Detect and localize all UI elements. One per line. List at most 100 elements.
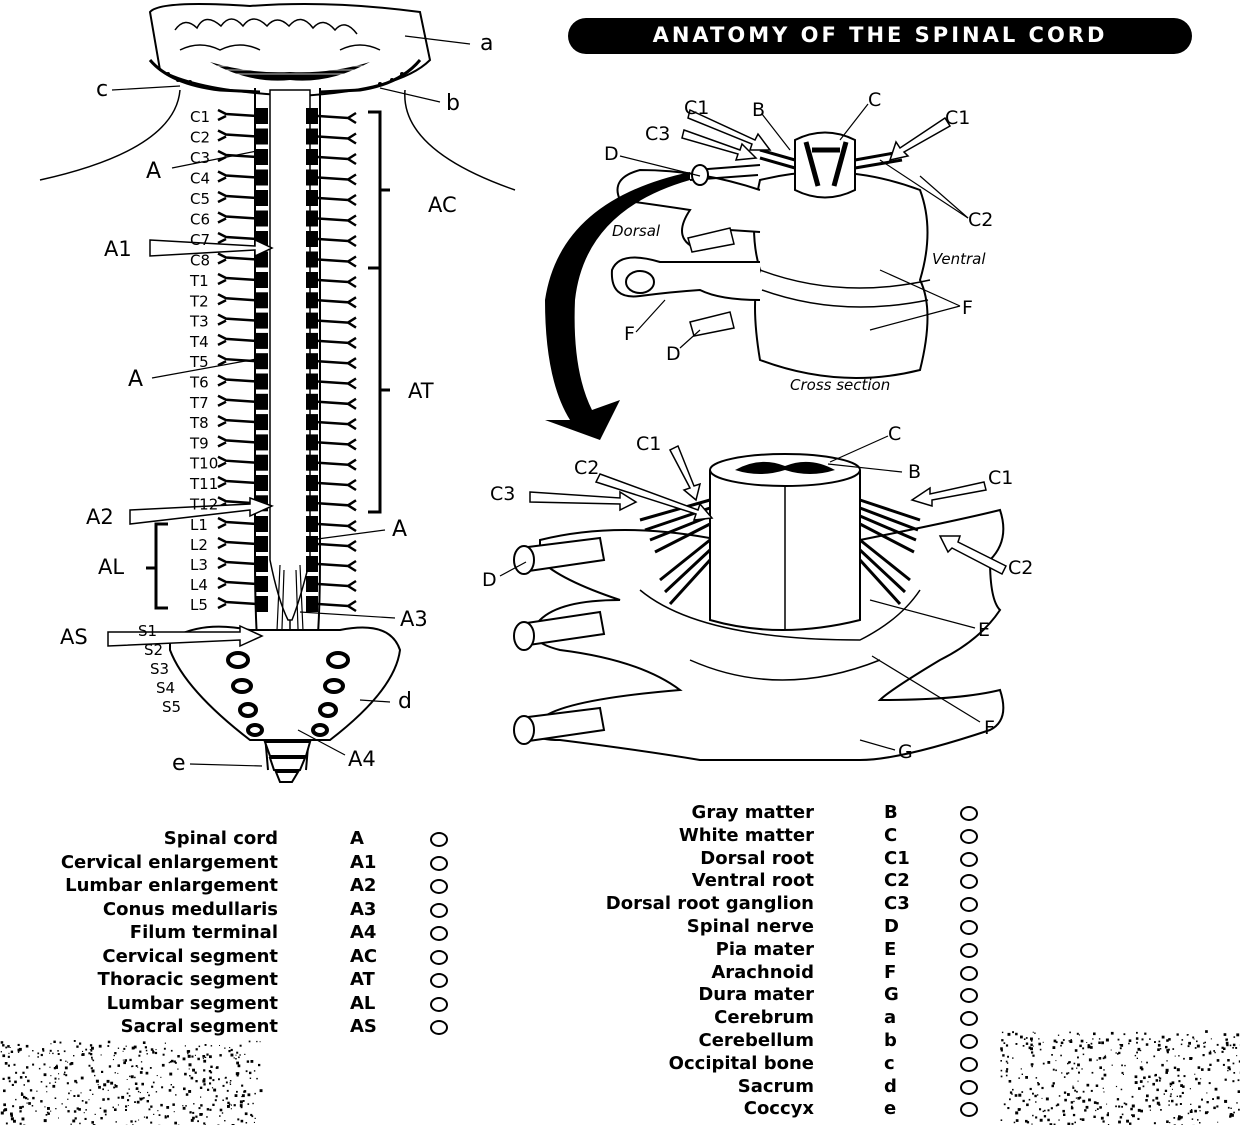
legend-item-code: A1 bbox=[350, 851, 377, 873]
top-label-C3: C3 bbox=[645, 123, 670, 145]
nerve-left bbox=[217, 129, 257, 142]
rootlets-left bbox=[639, 498, 712, 606]
rootlets-right bbox=[858, 498, 921, 606]
segment-label-S2: S2 bbox=[144, 641, 163, 659]
label-A-mid: A bbox=[128, 367, 143, 392]
arrow-C1-right bbox=[888, 116, 952, 162]
top-label-D-top: D bbox=[604, 143, 619, 165]
bottom-label-C3: C3 bbox=[490, 483, 515, 505]
arrow-C2-left-b bbox=[594, 473, 714, 521]
legend-item-name: Coccyx bbox=[743, 1098, 814, 1120]
nerve-left bbox=[217, 272, 257, 286]
legend-checkbox[interactable] bbox=[430, 926, 448, 941]
legend-item-name: Lumbar segment bbox=[106, 992, 278, 1014]
vertebra-right bbox=[306, 393, 318, 410]
legend-item-code: a bbox=[884, 1007, 897, 1029]
legend-checkbox[interactable] bbox=[430, 832, 448, 847]
arrow-A2 bbox=[129, 496, 274, 525]
legend-checkbox[interactable] bbox=[430, 855, 448, 871]
legend-checkbox[interactable] bbox=[960, 920, 978, 935]
legend-item-name: Arachnoid bbox=[711, 961, 814, 983]
segment-label-S4: S4 bbox=[156, 679, 175, 697]
vertebra-right bbox=[306, 292, 318, 309]
nerve-left bbox=[217, 556, 257, 570]
nerve-cut-3 bbox=[513, 715, 535, 745]
legend-item-code: d bbox=[884, 1075, 897, 1097]
nerve-right bbox=[317, 499, 357, 512]
nerve-left bbox=[217, 108, 257, 122]
legend-checkbox[interactable] bbox=[430, 996, 448, 1012]
nerve-cut-low bbox=[689, 311, 735, 337]
nerve-right bbox=[317, 478, 357, 492]
cerebellum-lines bbox=[215, 65, 365, 75]
vertebra-left bbox=[256, 251, 268, 268]
legend-item-name: Cervical enlargement bbox=[60, 851, 278, 873]
vertebra-left bbox=[256, 434, 268, 451]
segment-label-L3: L3 bbox=[190, 556, 208, 574]
legend-item-code: C bbox=[884, 824, 898, 846]
legend-item-name: Conus medullaris bbox=[102, 898, 278, 920]
label-AS: AS bbox=[60, 625, 88, 649]
nerve-right bbox=[317, 559, 357, 573]
legend-checkbox[interactable] bbox=[430, 1020, 448, 1035]
legend-checkbox[interactable] bbox=[960, 851, 978, 867]
legend-checkbox[interactable] bbox=[960, 806, 978, 821]
legend-checkbox[interactable] bbox=[430, 973, 448, 988]
vertebra-right bbox=[306, 495, 318, 512]
legend-checkbox[interactable] bbox=[430, 949, 448, 965]
vertebra-left bbox=[256, 475, 268, 491]
top-label-C1-left: C1 bbox=[684, 97, 709, 119]
legend-item-name: Occipital bone bbox=[668, 1052, 814, 1074]
vertebra-left bbox=[256, 272, 268, 288]
nerve-left bbox=[217, 455, 257, 468]
legend-checkbox[interactable] bbox=[960, 988, 978, 1004]
nerve-left bbox=[217, 313, 257, 326]
legend-item-code: C1 bbox=[884, 847, 910, 869]
nerve-cut-2 bbox=[513, 621, 535, 651]
coccyx bbox=[263, 741, 312, 783]
cerebellum bbox=[210, 62, 370, 81]
nerve-left bbox=[217, 435, 257, 448]
legend-checkbox[interactable] bbox=[430, 879, 448, 894]
nerve-left bbox=[217, 536, 257, 550]
nerve-left bbox=[217, 475, 257, 489]
segment-label-C8: C8 bbox=[190, 252, 210, 270]
vertebra-right bbox=[306, 596, 318, 612]
legend-checkbox[interactable] bbox=[960, 965, 978, 981]
legend-item-name: Cerebellum bbox=[698, 1030, 814, 1051]
legend-item-name: Dorsal root ganglion bbox=[605, 893, 814, 915]
legend-checkbox[interactable] bbox=[960, 1056, 978, 1072]
nerve-left bbox=[217, 170, 257, 183]
legend-checkbox[interactable] bbox=[960, 1102, 978, 1118]
nerve-left bbox=[217, 252, 257, 265]
legend-checkbox[interactable] bbox=[960, 942, 978, 958]
nerve-left bbox=[217, 293, 257, 306]
vertebra-left bbox=[256, 414, 268, 431]
legend-item-code: A4 bbox=[350, 922, 377, 943]
segment-label-L1: L1 bbox=[190, 516, 208, 534]
neck-left bbox=[39, 89, 181, 181]
legend-checkbox[interactable] bbox=[960, 828, 978, 844]
bracket-AL bbox=[146, 522, 168, 610]
bottom-label-C: C bbox=[888, 423, 901, 445]
top-label-cross-section: Cross section bbox=[790, 376, 890, 394]
segment-label-T8: T8 bbox=[189, 414, 209, 432]
segment-label-C2: C2 bbox=[190, 129, 210, 147]
top-label-C: C bbox=[868, 89, 881, 111]
label-A4: A4 bbox=[348, 747, 376, 771]
top-label-F-right: F bbox=[962, 297, 973, 319]
legend-checkbox[interactable] bbox=[960, 1079, 978, 1095]
top-leaders bbox=[619, 103, 969, 349]
legend-checkbox[interactable] bbox=[960, 897, 978, 913]
arrow-C3 bbox=[681, 129, 758, 161]
vertebra-left bbox=[256, 576, 268, 592]
legend-checkbox[interactable] bbox=[960, 1034, 978, 1049]
legend-item-name: Dura mater bbox=[698, 984, 814, 1006]
legend-checkbox[interactable] bbox=[430, 902, 448, 918]
legend-checkbox[interactable] bbox=[960, 874, 978, 890]
vertebral-body bbox=[753, 171, 929, 379]
legend-item-code: F bbox=[884, 961, 897, 983]
legend-checkbox[interactable] bbox=[960, 1011, 978, 1027]
nerve-left bbox=[217, 394, 257, 407]
disc-lines bbox=[759, 269, 931, 308]
